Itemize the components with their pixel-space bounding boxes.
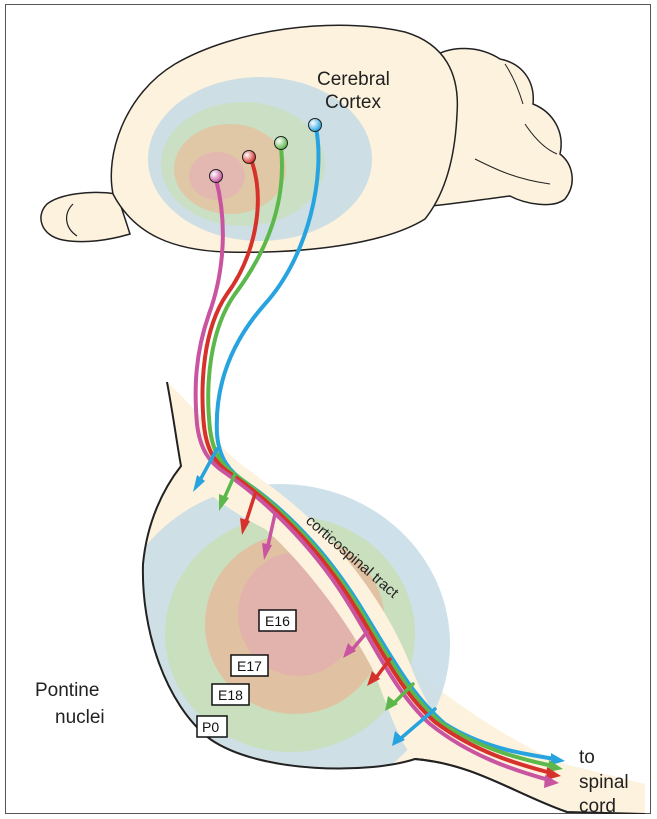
stage-box-e18: E18: [212, 684, 249, 705]
cortex-label-line1: Cerebral: [317, 69, 390, 90]
stage-label-e17: E17: [237, 658, 262, 674]
figure-frame: Cerebral Cortex: [5, 4, 651, 814]
brain: [41, 25, 572, 252]
neuron-soma-icon: [243, 151, 256, 164]
stage-box-e17: E17: [231, 655, 268, 676]
spinal-label-line2: spinal: [579, 772, 629, 793]
cortex-label-line2: Cortex: [325, 92, 381, 113]
stage-label-p0: P0: [202, 719, 219, 735]
neuron-soma-icon: [275, 137, 288, 150]
stage-label-e16: E16: [265, 613, 290, 629]
neuron-soma-icon: [309, 119, 322, 132]
spinal-label-line1: to: [579, 747, 595, 768]
stage-box-e16: E16: [259, 610, 296, 631]
neuron-soma-icon: [210, 170, 223, 183]
spinal-label-line3: cord: [579, 796, 616, 814]
stage-label-e18: E18: [218, 687, 243, 703]
pons: [110, 382, 645, 814]
pontine-label-line1: Pontine: [35, 680, 99, 701]
pontine-label-line2: nuclei: [55, 707, 105, 728]
stage-box-p0: P0: [197, 716, 227, 737]
